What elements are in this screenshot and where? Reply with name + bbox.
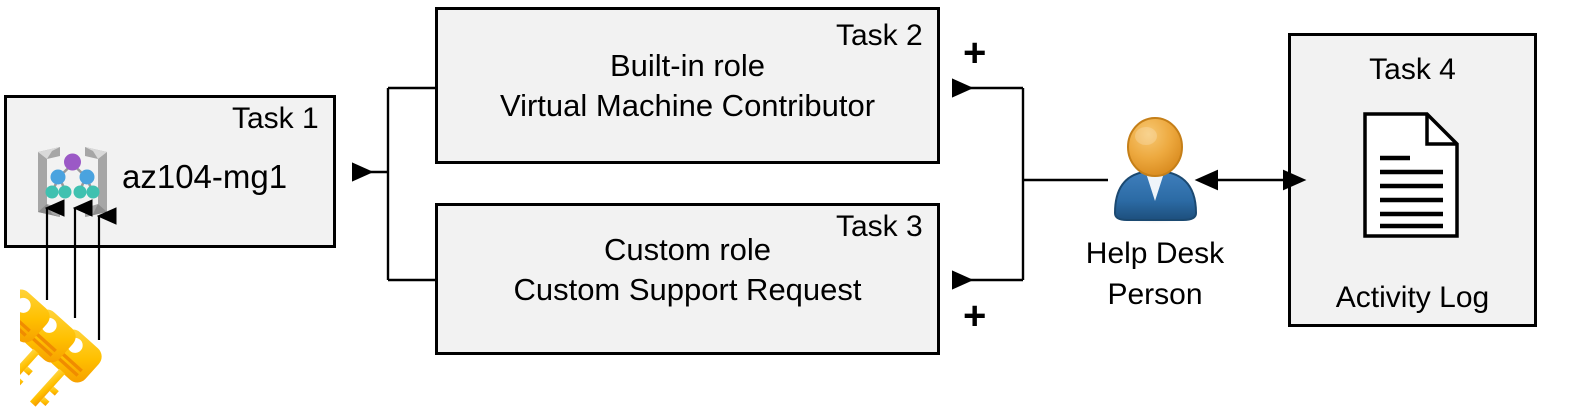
task4-label: Task 4: [1369, 53, 1456, 86]
document-icon: [1361, 110, 1463, 240]
key-icon-group: [0, 280, 140, 409]
plus-bottom: +: [963, 294, 987, 338]
plus-top: +: [963, 31, 987, 75]
person-to-task2-connector: [952, 78, 1025, 180]
task3-line1: Custom role: [603, 232, 772, 267]
task3-box[interactable]: [435, 203, 940, 355]
task3-line2: Custom Support Request: [513, 272, 862, 307]
user-icon: [1103, 117, 1208, 225]
person-line1: Help Desk: [1085, 237, 1225, 270]
task3-label: Task 3: [836, 210, 923, 243]
management-group-icon: [30, 138, 115, 223]
task1-label: Task 1: [232, 102, 319, 135]
task2-box[interactable]: [435, 7, 940, 164]
task4-caption: Activity Log: [1335, 281, 1490, 314]
person-to-task3-connector: [952, 180, 1025, 290]
person-line2: Person: [1107, 278, 1203, 311]
task2-line2: Virtual Machine Contributor: [499, 88, 876, 123]
task2-line1: Built-in role: [609, 48, 766, 83]
task2-label: Task 2: [836, 19, 923, 52]
tasks-to-mg-connector: [352, 86, 435, 282]
task1-name: az104-mg1: [122, 158, 288, 195]
